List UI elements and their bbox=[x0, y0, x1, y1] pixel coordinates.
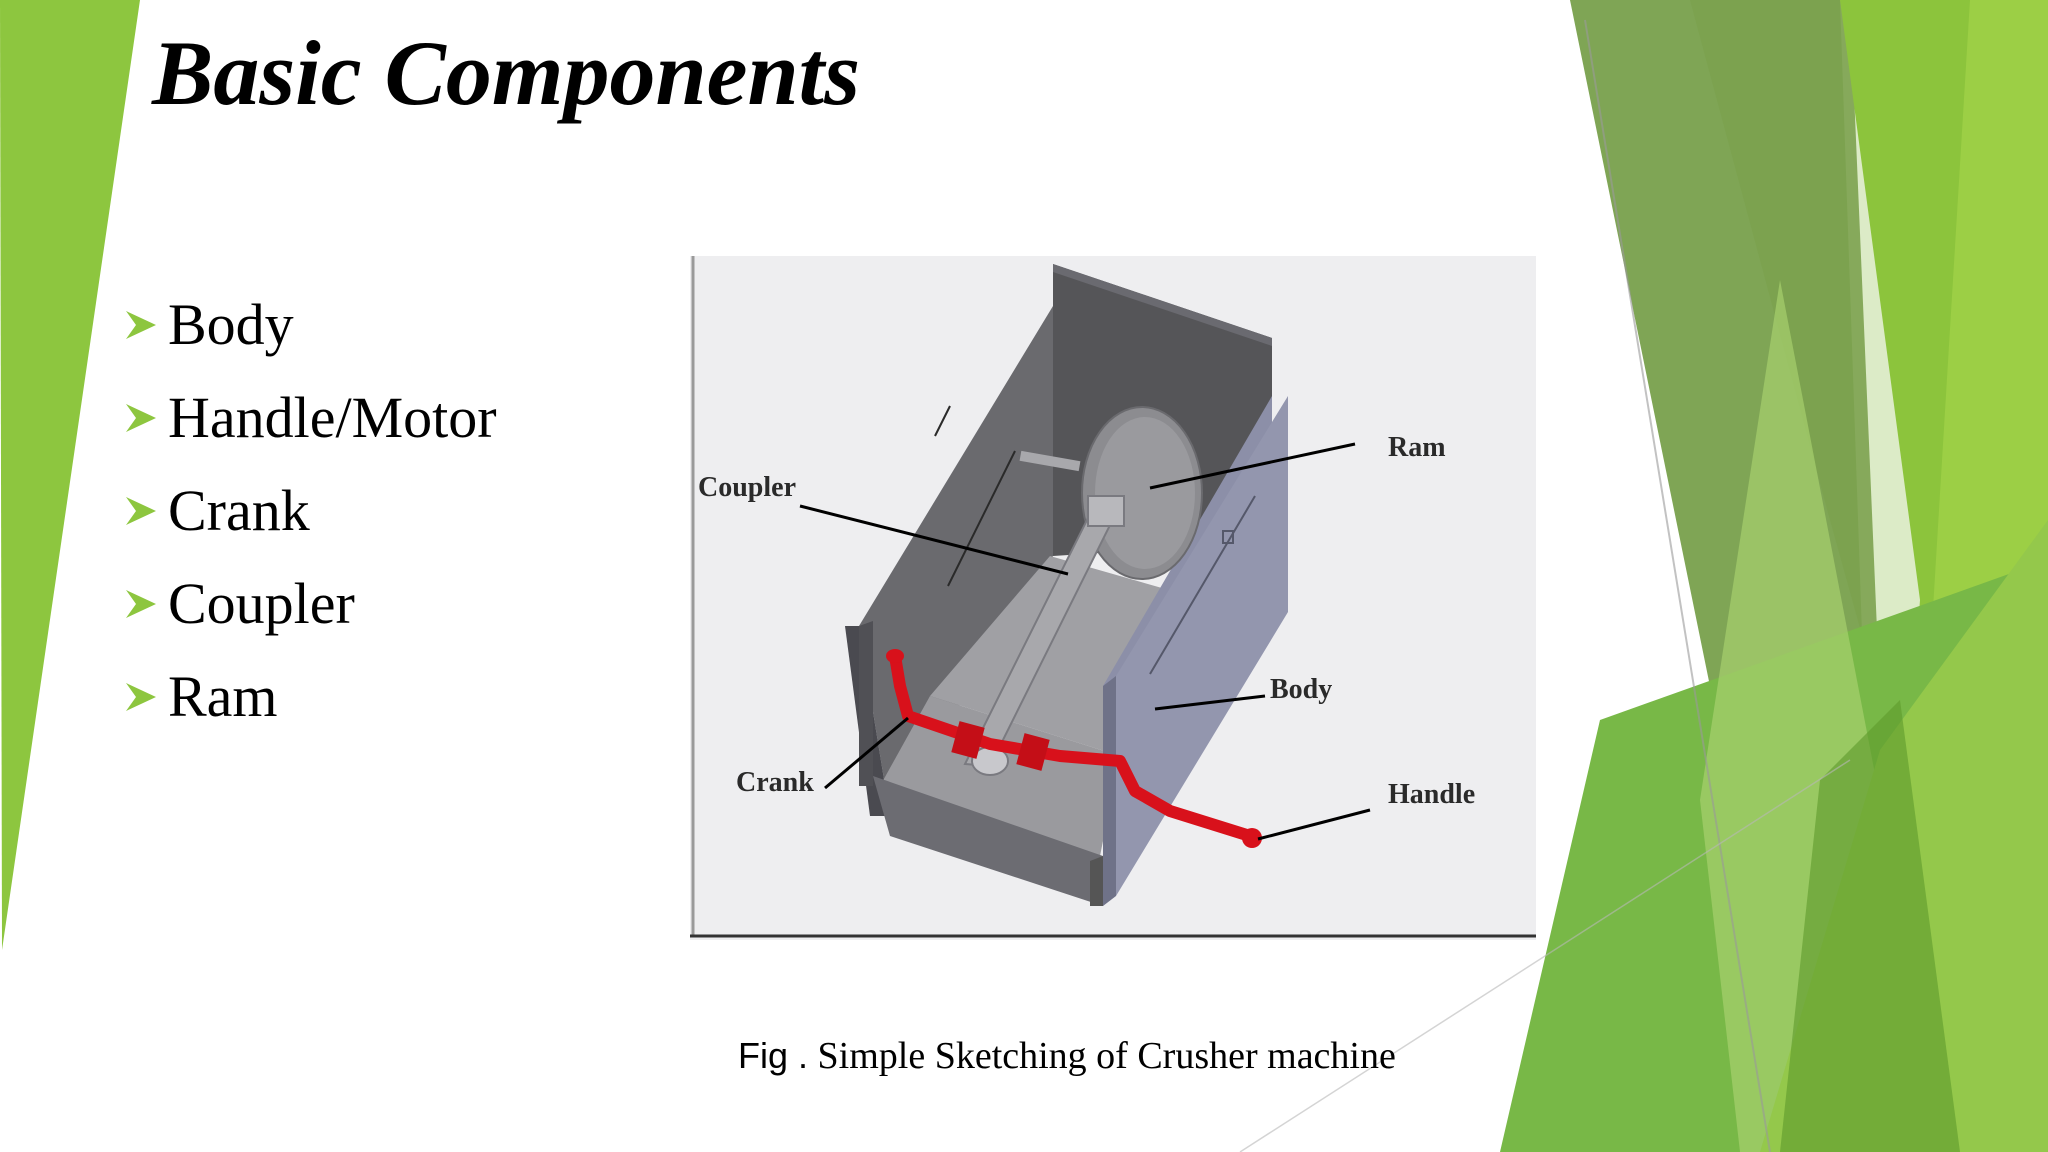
arrowhead-bullet-icon bbox=[126, 682, 156, 711]
crusher-machine-sketch bbox=[690, 256, 1536, 938]
bullet-item-coupler: Coupler bbox=[122, 557, 497, 650]
arrowhead-bullet-icon bbox=[126, 589, 156, 618]
callout-handle: Handle bbox=[1388, 779, 1476, 810]
callout-coupler: Coupler bbox=[698, 472, 796, 503]
slide-title: Basic Components bbox=[152, 22, 861, 124]
arrowhead-bullet-icon bbox=[126, 496, 156, 525]
bullet-text: Coupler bbox=[168, 571, 355, 636]
bullet-item-body: Body bbox=[122, 278, 497, 371]
caption-prefix: Fig . bbox=[738, 1035, 809, 1076]
figure-caption: Fig . Simple Sketching of Crusher machin… bbox=[738, 1034, 1396, 1078]
bullet-text: Crank bbox=[168, 478, 310, 543]
arrowhead-bullet-icon bbox=[126, 310, 156, 339]
bullet-text: Handle/Motor bbox=[168, 385, 497, 450]
caption-text: Simple Sketching of Crusher machine bbox=[817, 1035, 1396, 1077]
arrowhead-bullet-icon bbox=[126, 403, 156, 432]
bullet-text: Body bbox=[168, 292, 294, 357]
bullet-item-handle-motor: Handle/Motor bbox=[122, 371, 497, 464]
callout-crank: Crank bbox=[736, 767, 814, 798]
bullet-list: Body Handle/Motor Crank Coupler Ram bbox=[122, 278, 497, 743]
callout-ram: Ram bbox=[1388, 432, 1446, 463]
bullet-item-ram: Ram bbox=[122, 650, 497, 743]
bullet-item-crank: Crank bbox=[122, 464, 497, 557]
crusher-machine-figure: Coupler Ram Body Crank Handle bbox=[690, 256, 1536, 940]
bullet-text: Ram bbox=[168, 664, 278, 729]
callout-body: Body bbox=[1270, 674, 1333, 705]
